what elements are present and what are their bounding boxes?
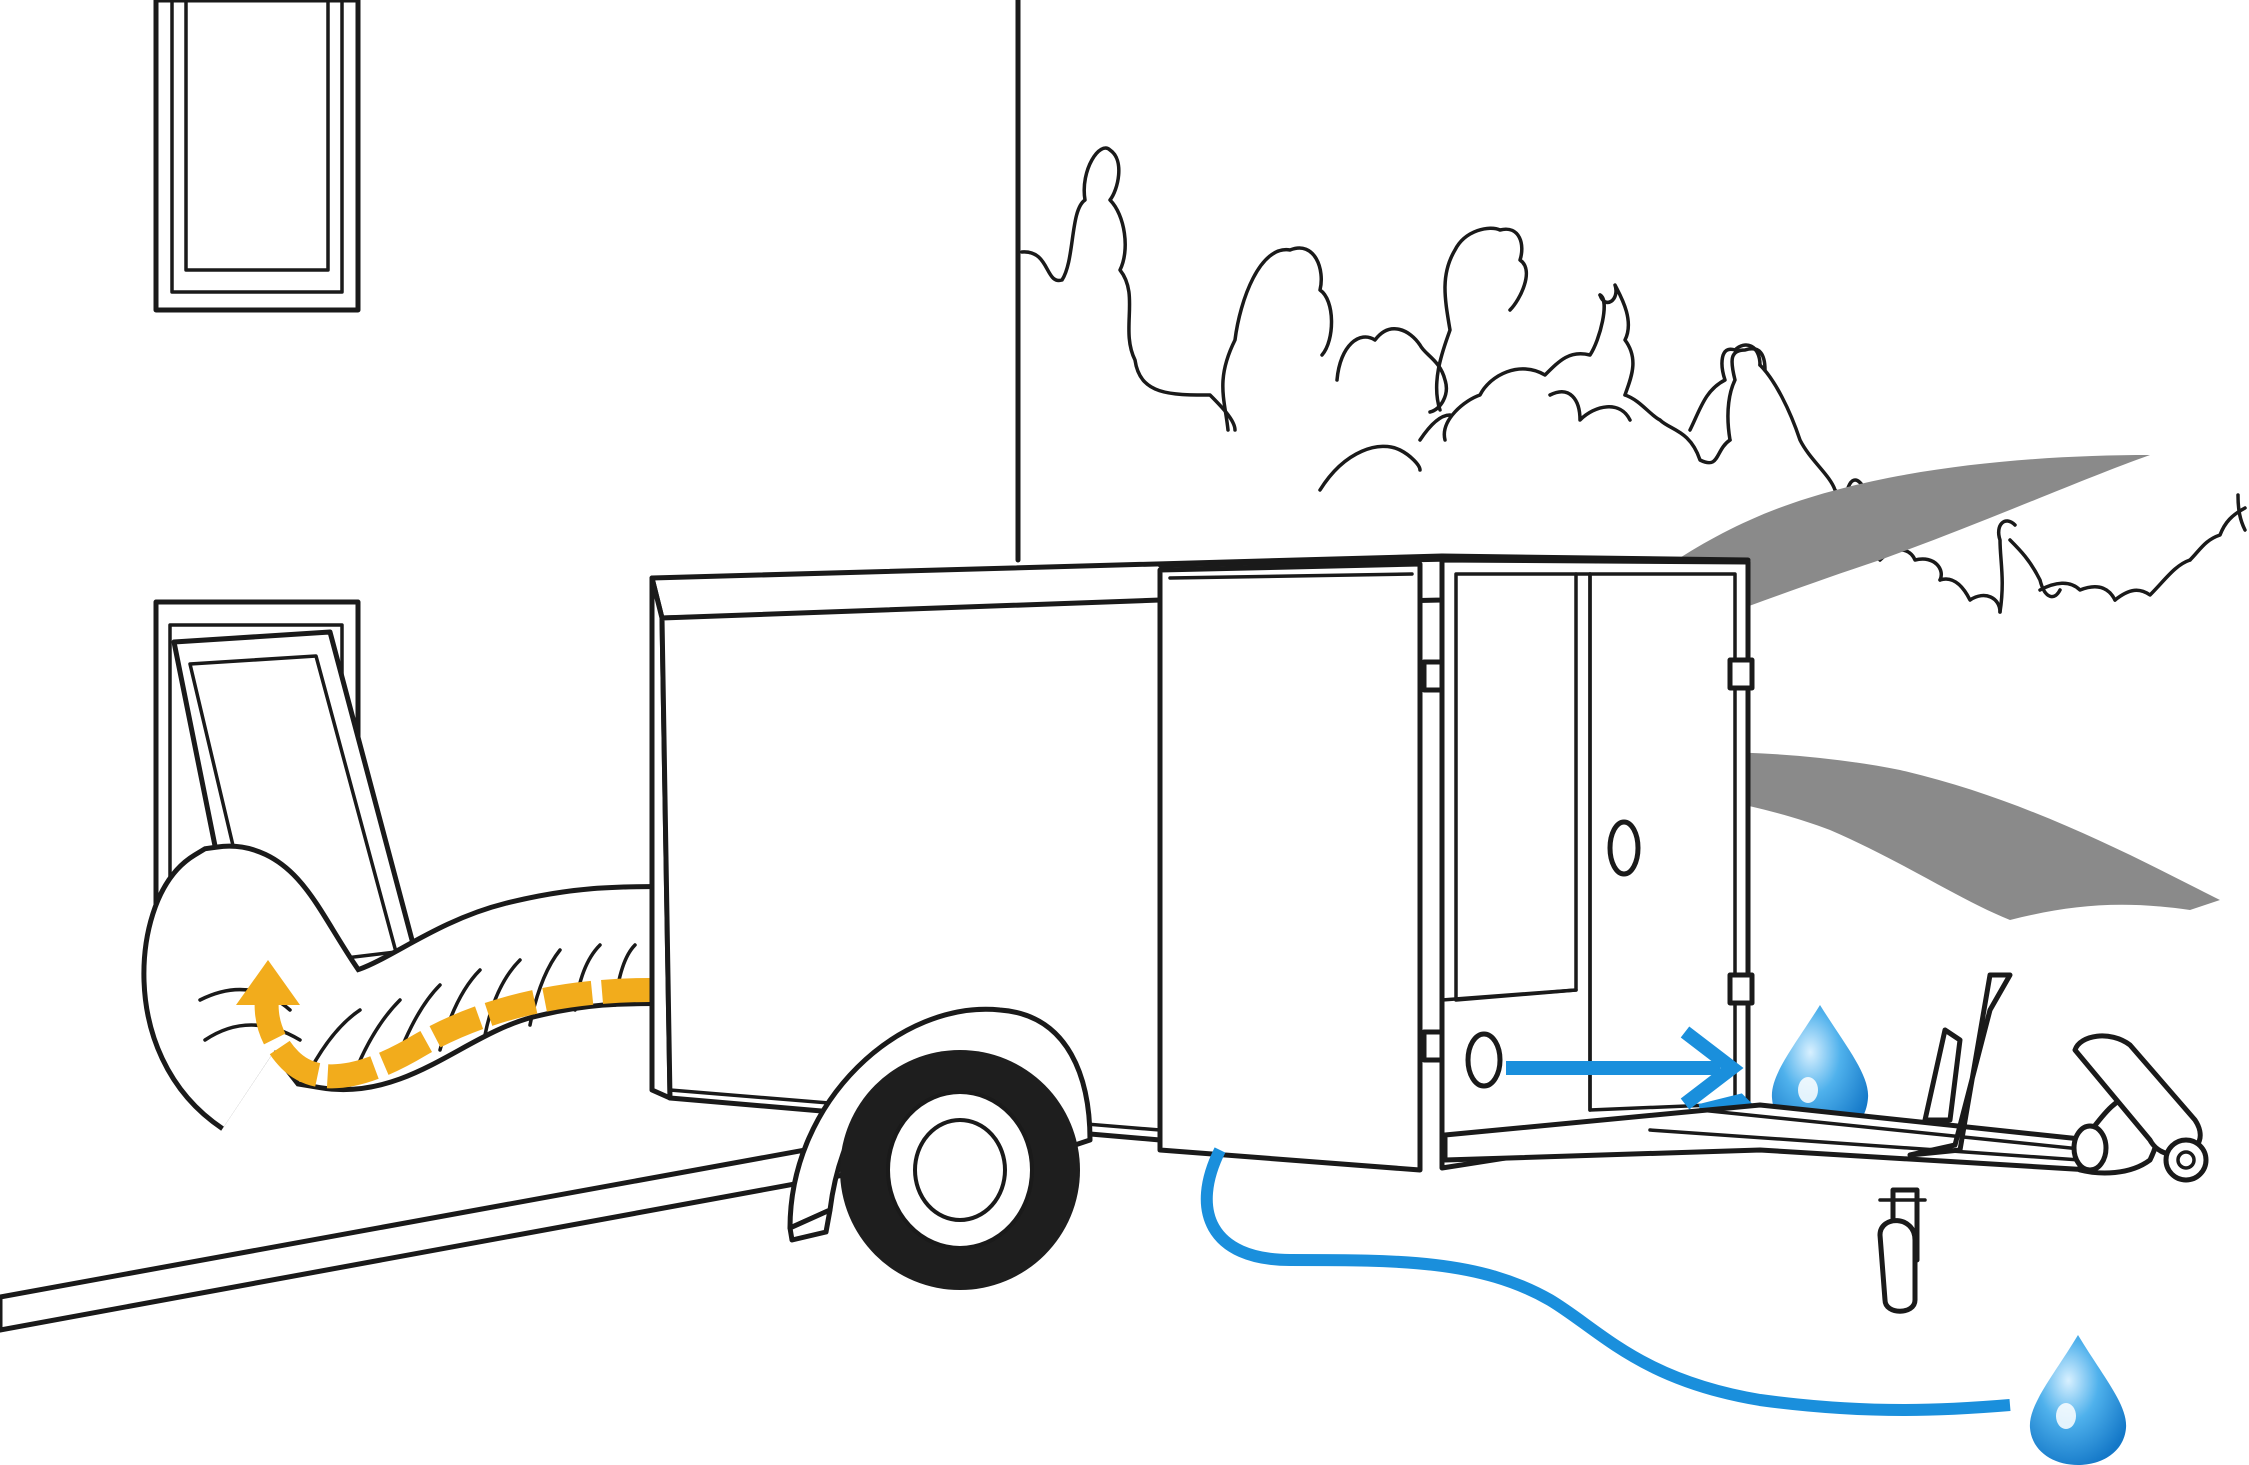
jockey-wheel [1877,1187,1927,1314]
warm-air-arrow [236,960,651,1089]
water-drops [1771,1005,2127,1465]
flexible-duct [141,843,661,1131]
drawbar-hitch [1442,972,2209,1183]
trailer-front-panel [1157,561,1449,1173]
trailer-wheel [787,1006,1093,1290]
trailer-door-open [1439,557,1755,1171]
ground-lines [0,1137,863,1333]
water-drop-2 [2029,1335,2127,1465]
water-drop-1 [1771,1005,1869,1140]
upper-window [153,0,361,313]
tree-line [1020,146,2247,614]
condensate-water-flow [1200,1026,2011,1416]
